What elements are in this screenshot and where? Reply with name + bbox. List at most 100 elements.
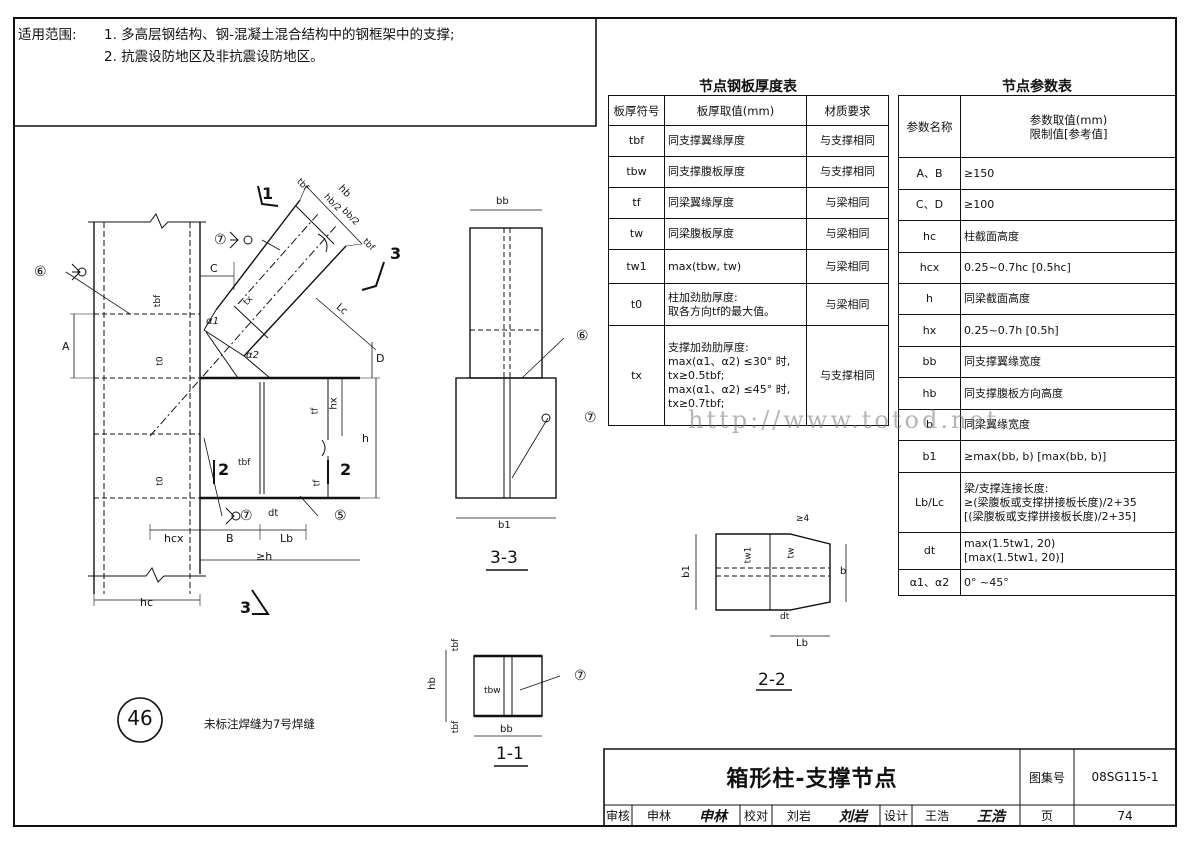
param-table-row: C、D≥100 — [898, 189, 1177, 221]
atlas-label: 图集号 — [1028, 770, 1065, 785]
dim-Lb: Lb — [280, 532, 294, 545]
s22-dim-dt: dt — [780, 612, 790, 622]
param-value: 柱截面高度 — [960, 220, 1177, 253]
plate-material: 与支撑相同 — [806, 156, 889, 188]
scope-item-2: 2. 抗震设防地区及非抗震设防地区。 — [104, 49, 324, 65]
s11-dim-tbf-top: tbf — [451, 638, 462, 652]
plate-table-title: 节点钢板厚度表 — [699, 79, 797, 95]
dim-D: D — [376, 352, 385, 365]
dim-hx: hx — [328, 397, 340, 410]
section-mark-3-bottom: 3 — [240, 598, 252, 617]
s22-dim-b1: b1 — [680, 565, 692, 578]
plate-value: 同梁翼缘厚度 — [664, 187, 807, 219]
param-value: max(1.5tw1, 20) [max(1.5tw1, 20)] — [960, 532, 1177, 570]
dim-t0-lower: t0 — [155, 476, 166, 486]
param-value: ≥max(bb, b) [max(bb, b)] — [960, 440, 1177, 473]
param-name: hx — [898, 314, 961, 347]
weld-7-beam: ⑦ — [240, 508, 253, 524]
param-value: ≥150 — [960, 157, 1177, 190]
dim-tf-top: tf — [310, 407, 321, 415]
s22-dim-ge4: ≥4 — [796, 514, 810, 524]
param-name: C、D — [898, 189, 961, 221]
main-elevation — [65, 185, 385, 615]
section-mark-1: 1 — [262, 184, 274, 203]
param-value: ≥100 — [960, 189, 1177, 221]
check-label: 校对 — [743, 809, 768, 823]
plate-value: 支撑加劲肋厚度: max(α1、α2) ≤30° 时, tx≥0.5tbf; m… — [664, 325, 807, 426]
title-block-frame — [603, 748, 1176, 826]
plate-sym: tf — [608, 187, 665, 219]
s11-dim-hb: hb — [426, 677, 438, 690]
param-name: α1、α2 — [898, 569, 961, 596]
plate-header-sym: 板厚符号 — [608, 95, 665, 126]
angle-alpha1: α1 — [206, 316, 219, 327]
weld-note: 未标注焊缝为7号焊缝 — [204, 717, 315, 731]
dim-tbf-stiffener: tbf — [238, 458, 251, 468]
angle-alpha2: α2 — [246, 350, 259, 361]
drawing-title: 箱形柱-支撑节点 — [726, 767, 898, 792]
dim-dt: dt — [268, 508, 279, 519]
dim-B: B — [226, 532, 234, 545]
plate-value: 同支撑翼缘厚度 — [664, 125, 807, 157]
s11-name: 1-1 — [496, 744, 524, 764]
weld-5: ⑤ — [334, 508, 347, 524]
weld-6-column: ⑥ — [34, 264, 47, 280]
param-value: 同支撑翼缘宽度 — [960, 346, 1177, 378]
design-name: 王浩 — [924, 809, 949, 823]
design-signature: 王浩 — [977, 808, 1005, 825]
node-number-circle — [117, 697, 163, 743]
plate-material: 与梁相同 — [806, 283, 889, 326]
plate-header-mat: 材质要求 — [806, 95, 889, 126]
param-name: dt — [898, 532, 961, 570]
plate-sym: tw1 — [608, 249, 665, 284]
plate-sym: t0 — [608, 283, 665, 326]
param-name: hb — [898, 377, 961, 410]
param-value: 梁/支撑连接长度: ≥(梁腹板或支撑拼接板长度)/2+35 [(梁腹板或支撑拼接… — [960, 472, 1177, 533]
plate-sym: tx — [608, 325, 665, 426]
plate-material: 与梁相同 — [806, 218, 889, 250]
param-name: A、B — [898, 157, 961, 190]
node-number: 46 — [127, 706, 153, 730]
scope-box — [14, 18, 597, 127]
param-header-value: 参数取值(mm) 限制值[参考值] — [960, 95, 1177, 158]
plate-material: 与梁相同 — [806, 249, 889, 284]
param-name: b1 — [898, 440, 961, 473]
s33-weld-6: ⑥ — [576, 328, 589, 344]
dim-tf-bottom: tf — [312, 479, 323, 487]
dim-geh: ≥h — [256, 550, 273, 563]
design-label: 设计 — [883, 809, 908, 823]
section-3-3 — [455, 209, 565, 571]
atlas-number: 08SG115-1 — [1091, 770, 1159, 784]
param-value: 0° ~45° — [960, 569, 1177, 596]
param-header-name: 参数名称 — [898, 95, 961, 158]
param-value: 0.25~0.7h [0.5h] — [960, 314, 1177, 347]
weld-7-brace: ⑦ — [214, 232, 227, 248]
plate-sym: tbf — [608, 125, 665, 157]
s33-dim-bb: bb — [496, 196, 509, 207]
s33-weld-7: ⑦ — [584, 410, 597, 426]
s11-dim-tbf-bottom: tbf — [451, 720, 462, 734]
dim-t0-upper: t0 — [155, 356, 166, 366]
plate-value: 柱加劲肋厚度: 取各方向tf的最大值。 — [664, 283, 807, 326]
param-name: hcx — [898, 252, 961, 284]
review-signature: 申林 — [699, 808, 727, 825]
plate-material: 与支撑相同 — [806, 125, 889, 157]
s22-dim-tw: tw — [786, 547, 797, 559]
section-1-1 — [445, 650, 561, 767]
page-number: 74 — [1117, 808, 1133, 823]
param-name: Lb/Lc — [898, 472, 961, 533]
param-value: 同支撑腹板方向高度 — [960, 377, 1177, 410]
plate-sym: tw — [608, 218, 665, 250]
plate-header-value: 板厚取值(mm) — [664, 95, 807, 126]
